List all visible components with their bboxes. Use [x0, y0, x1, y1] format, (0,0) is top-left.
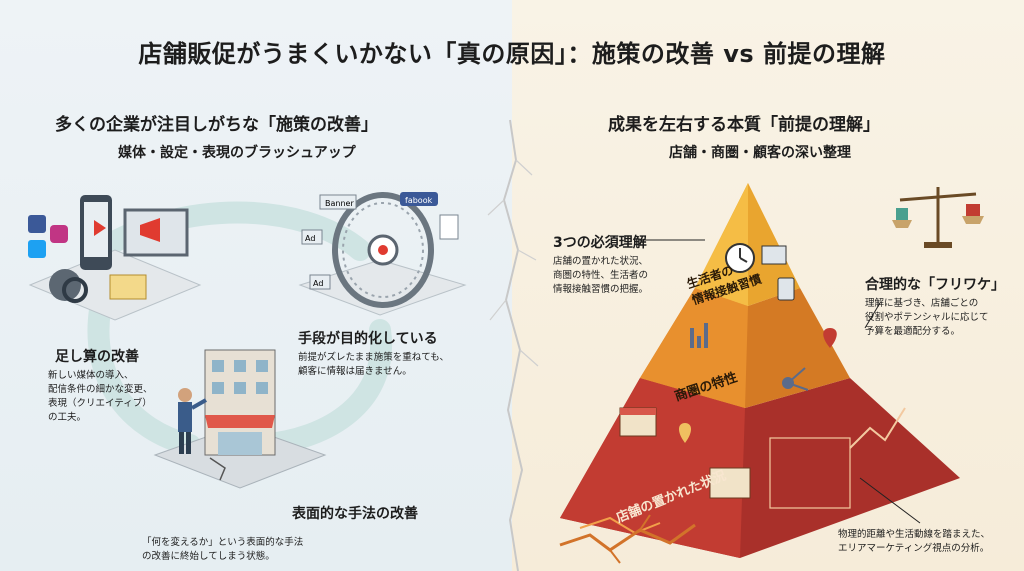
store-building-illustration	[153, 349, 327, 489]
search-icon	[62, 277, 88, 303]
worker-figure	[178, 388, 192, 402]
left-block1-line: 配信条件の細かな変更、	[48, 384, 153, 395]
location-pin-icon	[823, 328, 837, 348]
facebook-icon	[28, 215, 46, 233]
right-headline-text: 成果を左右する本質「前提の理解」	[608, 115, 880, 135]
envelope-icon	[109, 274, 147, 300]
left-block1-line: 表現（クリエイティブ）	[48, 398, 152, 409]
hamster-wheel-illustration: Banner fabook Ad Ad	[298, 192, 467, 316]
left-block3-text: 「何を変えるか」という表面的な手法 の改善に終始してしまう状態。	[142, 536, 303, 564]
line-graph-icon	[849, 407, 906, 449]
left-subheadline: 媒体・設定・表現のブラッシュアップ	[118, 145, 356, 161]
balance-scale-icon	[892, 187, 984, 248]
bar-chart-icon	[704, 323, 708, 348]
right-callout2-text: 理解に基づき、店舗ごとの 役割やポテンシャルに応じて 予算を最適配分する。	[865, 297, 989, 339]
center-crack	[487, 119, 539, 571]
right-callout1-text: 店舗の置かれた状況、 商圏の特性、生活者の 情報接触習慣の把握。	[553, 255, 648, 297]
location-pin-icon-2	[678, 423, 692, 443]
instagram-icon	[50, 225, 68, 243]
left-block2-line: 前提がズレたまま施策を重ねても、	[298, 352, 449, 363]
left-block3-heading: 表面的な手法の改善	[292, 506, 418, 522]
right-headline: 成果を左右する本質「前提の理解」	[604, 110, 884, 137]
left-block2-heading: 手段が目的化している	[298, 331, 438, 347]
right-callout3-line: エリアマーケティング視点の分析。	[838, 543, 990, 554]
document-icon	[439, 214, 459, 240]
left-block3-line: の改善に終始してしまう状態。	[142, 551, 275, 562]
right-subheadline: 店舗・商圏・顧客の深い整理	[669, 145, 851, 161]
grid-map-icon	[769, 437, 851, 509]
left-block3-line: 「何を変えるか」という表面的な手法	[142, 537, 304, 548]
left-headline-text: 多くの企業が注目しがちな「施策の改善」	[55, 115, 378, 135]
left-block1-heading: 足し算の改善	[55, 349, 139, 365]
twitter-icon	[28, 240, 46, 258]
left-block2-text: 前提がズレたまま施策を重ねても、 顧客に情報は届きません。	[298, 351, 449, 379]
play-icon	[94, 220, 106, 236]
right-callout2-line: 理解に基づき、店舗ごとの	[865, 298, 979, 309]
banner-label: Banner	[325, 199, 354, 208]
right-callout2-heading: 合理的な「フリワケ」	[865, 277, 1005, 293]
right-callout3-text: 物理的距離や生活動線を踏まえた、 エリアマーケティング視点の分析。	[838, 528, 990, 556]
tablet-icon	[777, 277, 795, 301]
right-callout2-line: 予算を最適配分する。	[865, 326, 961, 337]
left-block1-line: の工夫。	[48, 412, 87, 423]
right-callout1-line: 商圏の特性、生活者の	[553, 270, 649, 281]
right-callout1-line: 情報接触習慣の把握。	[553, 284, 649, 295]
right-callout1-line: 店舗の置かれた状況、	[553, 256, 649, 267]
left-headline: 多くの企業が注目しがちな「施策の改善」	[51, 110, 382, 137]
map-icon	[709, 467, 751, 499]
ad-label-1: Ad	[305, 234, 315, 243]
ad-label-2: Ad	[313, 279, 323, 288]
monitor-icon	[761, 245, 787, 265]
pyramid-diagram	[560, 183, 960, 558]
right-callout1-heading: 3つの必須理解	[553, 235, 647, 251]
ground-crack-right	[559, 514, 696, 564]
left-block1-text: 新しい媒体の導入、 配信条件の細かな変更、 表現（クリエイティブ） の工夫。	[48, 369, 153, 425]
facebook-label: fabook	[405, 196, 433, 205]
left-block2-line: 顧客に情報は届きません。	[298, 366, 412, 377]
page-title: 店舗販促がうまくいかない「真の原因」：施策の改善 vs 前提の理解	[138, 40, 886, 68]
media-platform-illustration	[28, 195, 202, 321]
right-callout3-line: 物理的距離や生活動線を踏まえた、	[838, 529, 991, 540]
left-block1-line: 新しい媒体の導入、	[48, 370, 134, 381]
right-callout2-line: 役割やポテンシャルに応じて	[865, 312, 989, 323]
megaphone-icon	[140, 218, 160, 242]
